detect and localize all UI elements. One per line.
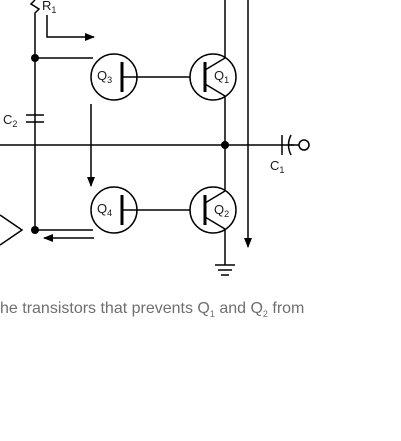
label-r1: R1 xyxy=(42,0,56,15)
label-q3: Q3 xyxy=(97,68,112,85)
transistor-q4 xyxy=(90,186,138,234)
transistor-q2 xyxy=(189,186,237,234)
amplifier-triangle xyxy=(0,214,24,246)
capacitor-c1-plate-right xyxy=(287,134,292,156)
label-c2: C2 xyxy=(3,112,17,129)
transistor-q3 xyxy=(90,53,138,101)
current-arrow-r1 xyxy=(46,15,95,41)
junction-node-top xyxy=(31,54,39,62)
junction-node-mid xyxy=(221,141,229,149)
transistor-q1 xyxy=(189,53,237,101)
resistor-r1 xyxy=(29,0,41,58)
label-q4: Q4 xyxy=(97,201,112,218)
label-q2: Q2 xyxy=(214,202,229,219)
label-q1: Q1 xyxy=(214,68,229,85)
caption: he transistors that prevents Q1 and Q2 f… xyxy=(0,300,304,319)
junction-node-bottom xyxy=(31,226,39,234)
label-c1: C1 xyxy=(270,158,284,175)
output-terminal-c1 xyxy=(298,139,310,151)
